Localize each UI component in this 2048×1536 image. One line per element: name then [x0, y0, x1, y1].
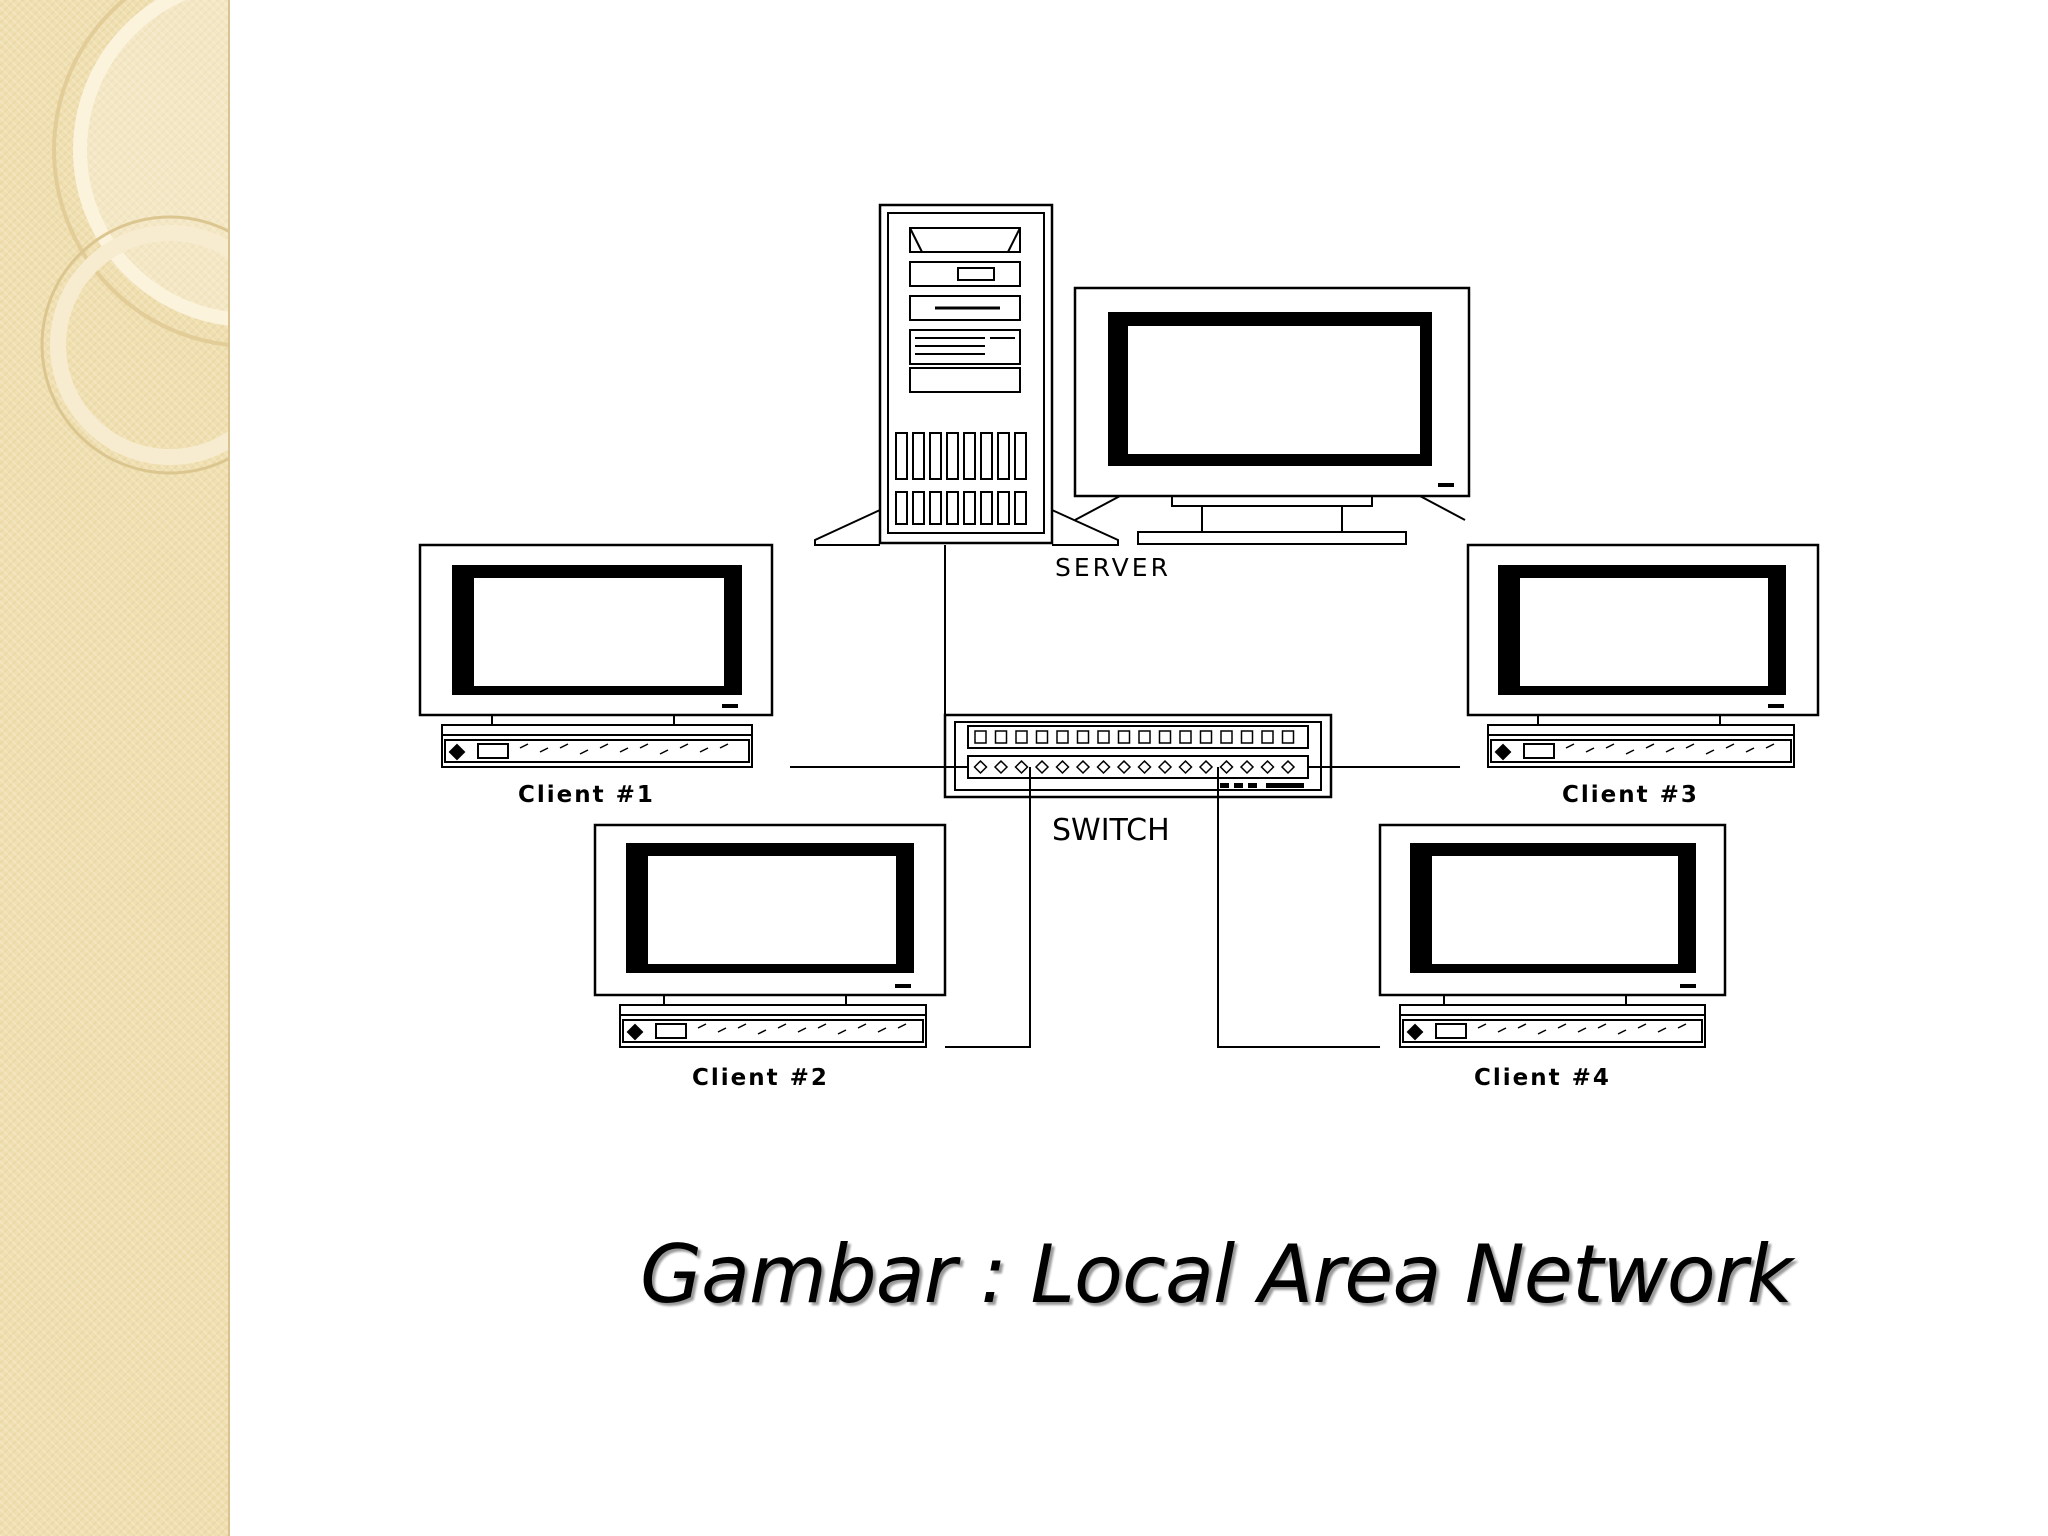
switch-port: [1178, 759, 1193, 775]
switch-port: [1116, 759, 1132, 775]
switch-port: [1239, 759, 1255, 775]
client-2-label: Client #2: [692, 1065, 829, 1091]
switch-port: [1220, 730, 1233, 744]
switch-port: [1138, 730, 1151, 744]
client-4-computer: [1378, 823, 1727, 1048]
switch-port: [974, 730, 987, 744]
switch-port: [1281, 730, 1295, 744]
figure-caption: Gambar : Local Area Network: [640, 1228, 1793, 1321]
switch-port: [1076, 730, 1090, 744]
client-3-computer: [1466, 543, 1820, 768]
switch-port: [1035, 730, 1049, 744]
switch-port: [1097, 730, 1110, 744]
decorative-rings: [40, 0, 228, 475]
switch-port: [1280, 759, 1296, 775]
switch-port: [1055, 759, 1070, 775]
server-tower: [814, 203, 1119, 546]
switch-port: [973, 759, 988, 775]
switch-port: [1015, 730, 1028, 744]
network-switch: [943, 713, 1333, 799]
switch-port: [1219, 759, 1234, 775]
switch-port: [1034, 759, 1050, 775]
switch-port: [993, 759, 1009, 775]
switch-port: [1261, 730, 1274, 744]
switch-port: [1137, 759, 1152, 775]
switch-port: [1158, 730, 1172, 744]
switch-port: [1014, 759, 1029, 775]
switch-port: [1260, 759, 1275, 775]
switch-port: [1198, 759, 1214, 775]
network-cables: [790, 545, 1460, 1048]
client-2-computer: [593, 823, 947, 1048]
switch-port: [1096, 759, 1111, 775]
switch-port: [1179, 730, 1192, 744]
switch-port: [1075, 759, 1091, 775]
switch-port: [994, 730, 1008, 744]
client-3-label: Client #3: [1562, 782, 1699, 808]
switch-port: [1240, 730, 1254, 744]
switch-port: [1117, 730, 1131, 744]
switch-port: [1056, 730, 1069, 744]
switch-label: SWITCH: [1052, 813, 1170, 848]
client-1-label: Client #1: [518, 782, 655, 808]
server-monitor: [1073, 286, 1471, 545]
client-1-computer: [418, 543, 774, 768]
switch-port: [1199, 730, 1213, 744]
decorative-side-panel: [0, 0, 230, 1536]
client-4-label: Client #4: [1474, 1065, 1611, 1091]
server-label: SERVER: [1055, 553, 1171, 582]
switch-port: [1157, 759, 1173, 775]
